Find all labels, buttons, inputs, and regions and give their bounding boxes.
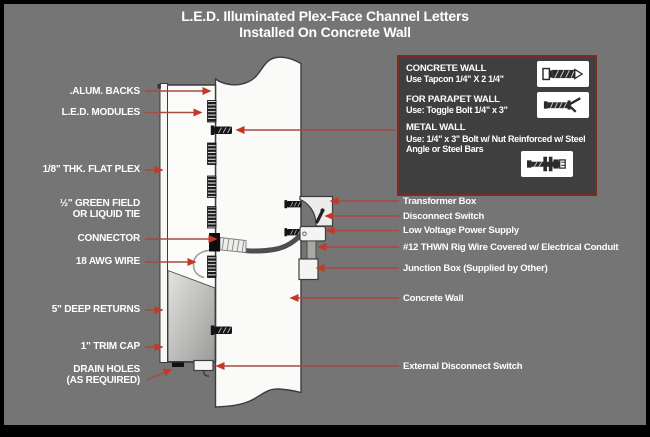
led-module	[207, 206, 217, 229]
led-module	[207, 100, 217, 123]
wall-fastener-bolt-top	[210, 125, 233, 136]
fastener-row-parapet: FOR PARAPET WALL Use: Toggle Bolt 1/4" x…	[406, 92, 589, 118]
label-awg-wire: 18 AWG WIRE	[75, 256, 140, 267]
label-low-voltage: Low Voltage Power Supply	[403, 225, 519, 236]
tapcon-screw-icon	[537, 61, 589, 87]
led-module	[207, 175, 217, 198]
label-disconnect-switch: Disconnect Switch	[403, 211, 485, 222]
fastener-text-concrete: CONCRETE WALL Use Tapcon 1/4" X 2 1/4"	[406, 62, 532, 85]
trim-cap-plex-face	[159, 83, 168, 363]
title-line2: Installed On Concrete Wall	[239, 24, 411, 40]
label-external-disconnect: External Disconnect Switch	[403, 361, 523, 372]
drain-hole	[172, 362, 184, 367]
wall-fastener-bolt-bottom	[210, 325, 233, 336]
fastener-text-parapet: FOR PARAPET WALL Use: Toggle Bolt 1/4" x…	[406, 93, 532, 116]
concrete-wall-section	[214, 56, 302, 408]
disconnect-switch-lever	[315, 210, 324, 224]
bolt-nut-icon	[521, 151, 573, 177]
fastener-detail: Use: Toggle Bolt 1/4" x 3"	[406, 105, 508, 115]
page-title: L.E.D. Illuminated Plex-Face Channel Let…	[0, 8, 650, 40]
fastener-panel: CONCRETE WALL Use Tapcon 1/4" X 2 1/4" F…	[397, 55, 597, 196]
transformer-box	[299, 195, 334, 227]
label-transformer-box: Transformer Box	[403, 196, 477, 207]
junction-box	[298, 258, 319, 281]
arrow-drain-holes	[146, 368, 173, 381]
channel-letter-interior	[168, 85, 215, 288]
power-supply-screw	[302, 231, 307, 237]
fastener-heading: CONCRETE WALL	[406, 62, 487, 74]
label-trim-cap: 1" TRIM CAP	[80, 341, 140, 352]
disconnect-switch-knob	[320, 208, 325, 213]
led-module	[207, 142, 217, 165]
label-drain-holes: DRAIN HOLES (AS REQUIRED)	[66, 364, 140, 386]
greenfield-sleeve-ribs	[221, 237, 245, 253]
electrical-conduit	[306, 240, 317, 260]
fastener-detail: Use Tapcon 1/4" X 2 1/4"	[406, 74, 504, 84]
label-greenfield: ½" GREEN FIELD OR LIQUID TIE	[59, 198, 140, 220]
fastener-row-concrete: CONCRETE WALL Use Tapcon 1/4" X 2 1/4"	[406, 61, 589, 87]
fastener-heading: METAL WALL	[406, 122, 466, 133]
trim-cap-top-notch	[157, 84, 161, 89]
external-disconnect-switch	[193, 359, 214, 372]
label-alum-backs: .ALUM. BACKS	[69, 86, 141, 97]
label-concrete-wall: Concrete Wall	[403, 293, 464, 304]
switch-wire-hook	[202, 370, 210, 377]
label-thwn-wire: #12 THWN Rig Wire Covered w/ Electrical …	[403, 242, 619, 253]
label-flat-plex: 1/8" THK. FLAT PLEX	[42, 164, 141, 175]
label-connector: CONNECTOR	[77, 233, 141, 244]
bracket-lag-bolt-top	[284, 199, 302, 209]
fastener-row-metal: METAL WALL Use: 1/4" x 3" Bolt w/ Nut Re…	[406, 122, 589, 179]
label-deep-returns: 5" DEEP RETURNS	[51, 304, 140, 315]
connector-block	[209, 233, 220, 252]
label-led-modules: L.E.D. MODULES	[61, 107, 141, 118]
fastener-detail: Use: 1/4" x 3" Bolt w/ Nut Reinforced w/…	[406, 133, 586, 155]
toggle-bolt-icon	[537, 92, 589, 118]
fastener-heading: FOR PARAPET WALL	[406, 93, 500, 105]
label-junction-box: Junction Box (Supplied by Other)	[403, 263, 548, 274]
led-module	[207, 255, 217, 278]
low-voltage-power-supply	[299, 225, 327, 242]
title-line1: L.E.D. Illuminated Plex-Face Channel Let…	[181, 8, 469, 24]
led-modules	[207, 100, 217, 278]
